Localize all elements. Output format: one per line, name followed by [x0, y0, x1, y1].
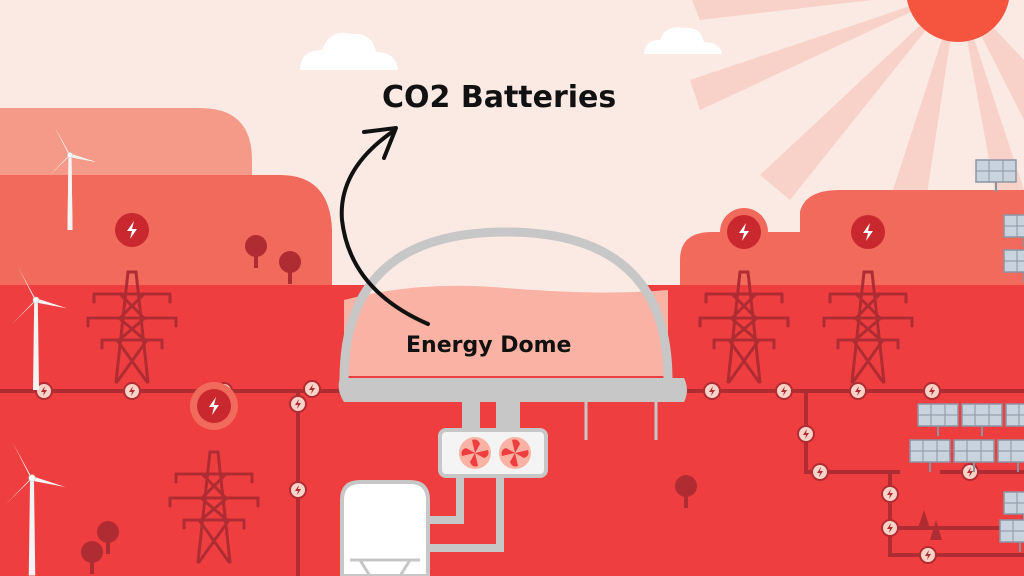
diagram-title: CO2 Batteries [382, 80, 617, 115]
fan-icon [459, 437, 531, 469]
dome-label: Energy Dome [406, 333, 572, 358]
energy-dome [338, 227, 687, 576]
hill-left [0, 175, 332, 290]
sun-icon [690, 0, 1024, 240]
tree-icon [81, 235, 942, 574]
power-lines [0, 389, 1024, 576]
cloud-icon [300, 27, 722, 70]
arrow-icon [339, 126, 430, 326]
